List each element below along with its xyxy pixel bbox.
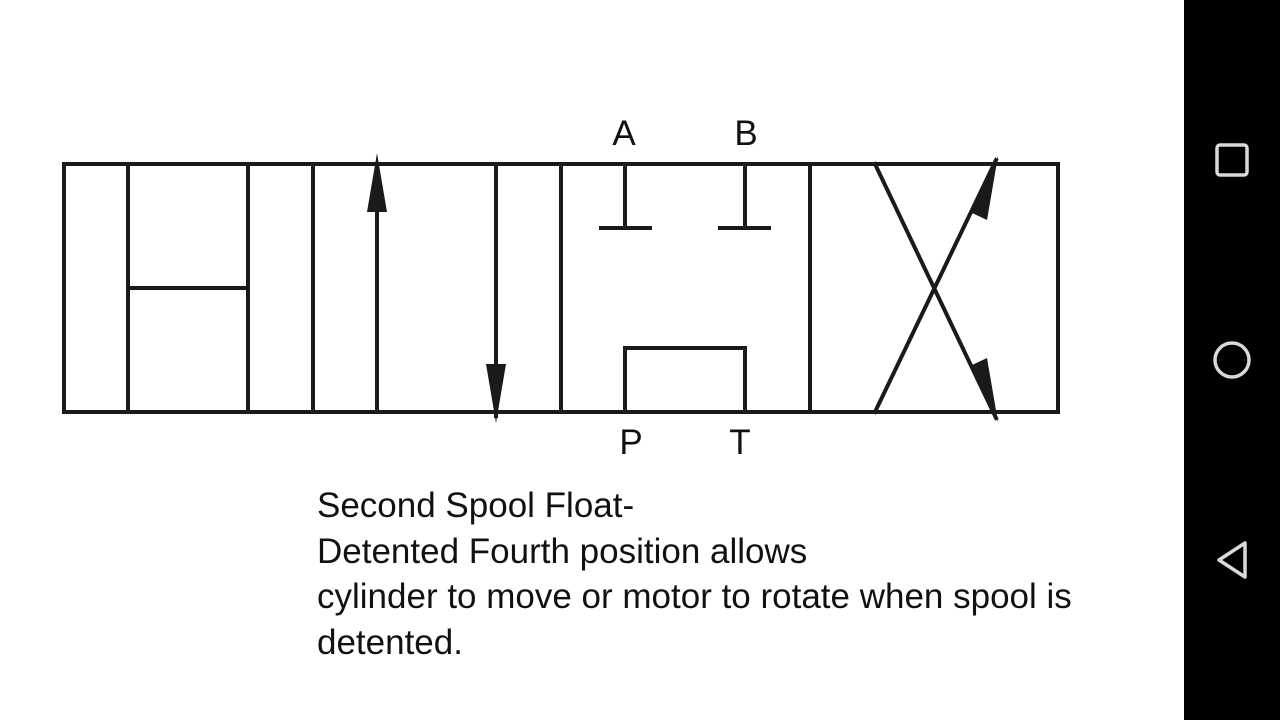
port-label-b: B [734,114,757,153]
android-navigation-bar [1184,0,1280,720]
square-recents-icon [1215,143,1249,177]
diagram-caption: Second Spool Float- Detented Fourth posi… [317,483,1177,665]
recents-button[interactable] [1202,130,1262,190]
port-label-a: A [612,114,636,153]
caption-line: detented. [317,622,463,662]
caption-line: cylinder to move or motor to rotate when… [317,577,1072,616]
valve-symbol-diagram: A B P T [62,114,1060,462]
triangle-back-icon [1217,541,1247,579]
arrowhead-cross-down [970,358,998,422]
back-button[interactable] [1202,530,1262,590]
document-viewer[interactable]: A B P T Second Spool Float- Detented Fou… [0,0,1184,720]
port-label-t: T [729,423,750,462]
p-to-t-connection [623,346,747,412]
arrowhead-down [486,364,506,423]
home-button[interactable] [1202,330,1262,390]
caption-line: Detented Fourth position allows [317,531,808,571]
caption-line: Second Spool Float- [317,486,635,525]
circle-home-icon [1213,341,1251,379]
port-label-p: P [619,423,642,462]
arrowhead-cross-up [970,156,998,220]
arrowhead-up [367,153,387,212]
